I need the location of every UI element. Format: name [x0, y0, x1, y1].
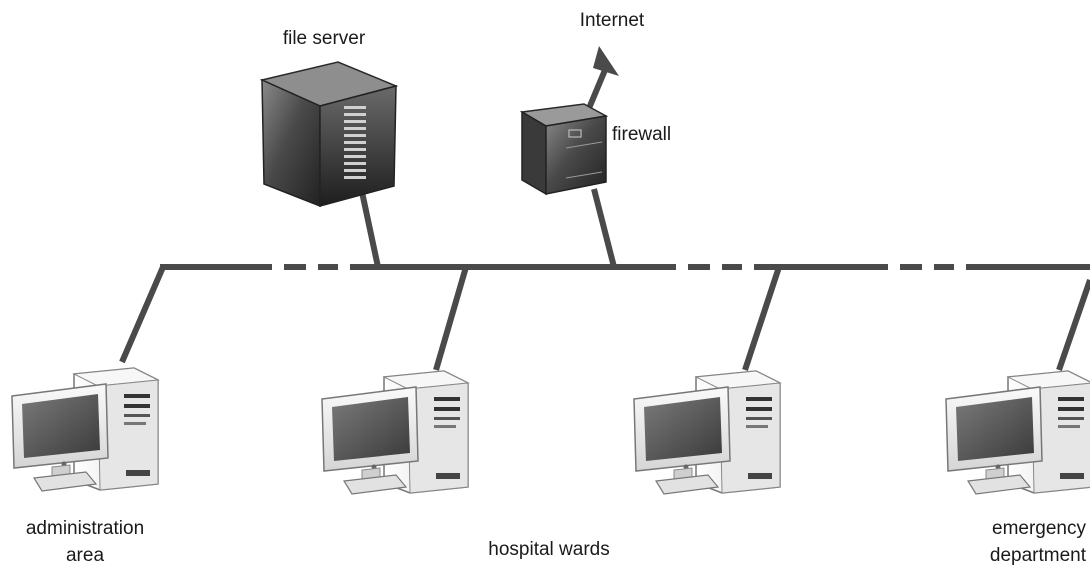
admin-label-line2: area	[66, 545, 104, 566]
internet-label: Internet	[580, 10, 645, 31]
arrow-up-right-icon	[584, 46, 619, 115]
ward-workstation-1	[321, 370, 469, 495]
server-tower-icon	[259, 61, 399, 208]
admin-label-line1: administration	[26, 518, 144, 539]
firewall-tower-icon	[519, 103, 609, 196]
emergency-workstation	[945, 370, 1090, 495]
ward-workstation-2	[633, 370, 781, 495]
drop-cables	[119, 188, 1090, 371]
firewall-label: firewall	[612, 124, 671, 145]
emergency-label-line2: department	[990, 545, 1087, 566]
emergency-label-line1: emergency	[992, 518, 1086, 539]
wards-label: hospital wards	[488, 539, 609, 560]
admin-workstation	[11, 367, 159, 492]
file-server-label: file server	[283, 28, 366, 49]
